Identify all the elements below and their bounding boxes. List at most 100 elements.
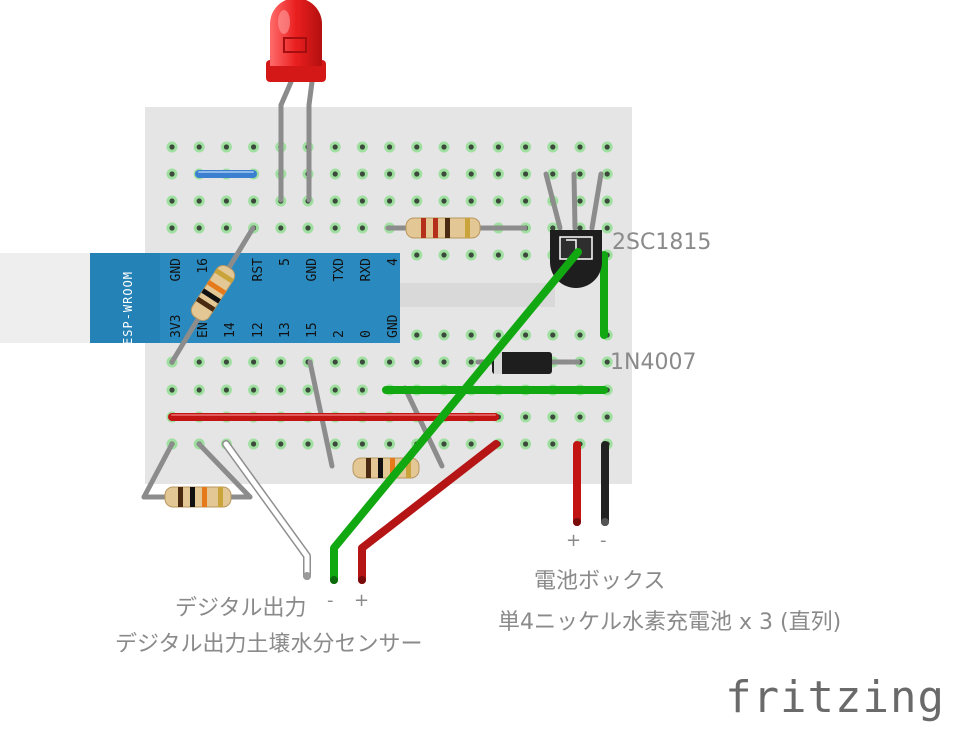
breadboard-hole-center [577,144,583,150]
breadboard-hole-center [550,225,556,231]
breadboard-hole-center [550,441,556,447]
breadboard-hole-center [332,144,338,150]
module-bottom-pin-label: 3V3 [169,315,184,338]
resistor-horizontal [405,217,481,239]
breadboard-hole-center [278,225,284,231]
fritzing-logo: fritzing [725,672,945,723]
breadboard-hole-center [278,359,284,365]
breadboard-hole-center [604,144,610,150]
battery-box-label: 電池ボックス [534,569,666,594]
diode-label: 1N4007 [610,350,697,375]
sensor-output-terminal [303,572,311,580]
breadboard-hole-center [278,441,284,447]
module-top-pin-label: 4 [386,258,401,266]
breadboard-hole-center [441,332,447,338]
breadboard-hole-center [196,225,202,231]
breadboard-hole-center [223,198,229,204]
breadboard-hole-center [604,225,610,231]
breadboard-hole-center [359,387,365,393]
breadboard-hole-center [387,144,393,150]
breadboard-hole-center [387,441,393,447]
sensor-name-label: デジタル出力土壌水分センサー [115,632,423,657]
breadboard-hole-center [332,171,338,177]
breadboard-hole-center [577,171,583,177]
module-bottom-pin-label: 2 [332,330,347,338]
battery-plus-terminal [573,518,581,526]
breadboard-hole-center [223,144,229,150]
breadboard-hole-center [441,252,447,258]
transistor-label: 2SC1815 [612,230,712,255]
breadboard-hole-center [604,198,610,204]
breadboard-hole-center [414,171,420,177]
breadboard-hole-center [223,225,229,231]
breadboard-hole-center [577,332,583,338]
breadboard-hole-center [359,144,365,150]
breadboard-hole-center [441,171,447,177]
breadboard-hole-center [332,387,338,393]
breadboard-hole-center [414,144,420,150]
breadboard-hole-center [523,252,529,258]
module-top-pin-label: GND [169,258,184,282]
breadboard-channel [400,283,555,307]
sensor-minus-terminal [330,576,338,584]
breadboard-hole-center [414,252,420,258]
module-bottom-pin-label: EN [196,322,211,338]
breadboard-hole-center [251,441,257,447]
module-top-pin-label: RST [251,258,266,282]
breadboard-hole-center [495,198,501,204]
module-bottom-pin-label: 13 [278,322,293,338]
breadboard-hole-center [468,441,474,447]
breadboard-hole-center [523,198,529,204]
breadboard-hole-center [332,359,338,365]
breadboard-hole-center [468,252,474,258]
module-bottom-pin-label: 0 [359,330,374,338]
battery-minus-label: - [600,530,607,551]
breadboard-hole-center [387,198,393,204]
breadboard-hole-center [441,144,447,150]
sensor-output-label: デジタル出力 [175,596,307,621]
breadboard-hole-center [604,171,610,177]
breadboard-hole-center [359,171,365,177]
breadboard-hole-center [196,387,202,393]
breadboard-hole-center [169,171,175,177]
resistor-diagonal [190,264,236,322]
red-led [266,0,326,82]
battery-minus-terminal [601,518,609,526]
battery-description-label: 単4ニッケル水素充電池 x 3 (直列) [498,610,842,635]
breadboard-hole-center [523,332,529,338]
module-bottom-pin-label: 15 [305,322,320,338]
breadboard-hole-center [387,171,393,177]
breadboard-hole-center [251,144,257,150]
breadboard-hole-center [604,414,610,420]
sensor-minus-label: - [327,590,334,611]
module-name-text: ESP-WROOM [121,271,135,345]
breadboard-hole-center [468,332,474,338]
breadboard-hole-center [251,359,257,365]
breadboard-hole-center [332,225,338,231]
module-top-pin-label: 16 [196,258,211,274]
breadboard-hole-center [414,332,420,338]
module-bottom-pin-label: 14 [223,322,238,338]
breadboard-hole-center [332,198,338,204]
breadboard-hole-center [169,387,175,393]
breadboard-hole-center [414,359,420,365]
module-top-pin-label: GND [305,258,320,282]
diode-1n4007 [492,352,552,374]
breadboard-hole-center [604,359,610,365]
breadboard-hole-center [577,414,583,420]
breadboard-hole-center [251,198,257,204]
breadboard-hole-center [441,441,447,447]
breadboard-hole-center [441,198,447,204]
breadboard-hole-center [550,414,556,420]
sensor-plus-terminal [358,576,366,584]
white-wire-core [223,441,310,579]
breadboard-hole-center [359,225,365,231]
green-wire-sensor-minus [330,248,582,584]
breadboard-hole-center [468,198,474,204]
breadboard-hole-center [305,387,311,393]
breadboard-hole-center [223,359,229,365]
module-bottom-pin-label: GND [386,314,401,338]
breadboard-hole-center [359,359,365,365]
